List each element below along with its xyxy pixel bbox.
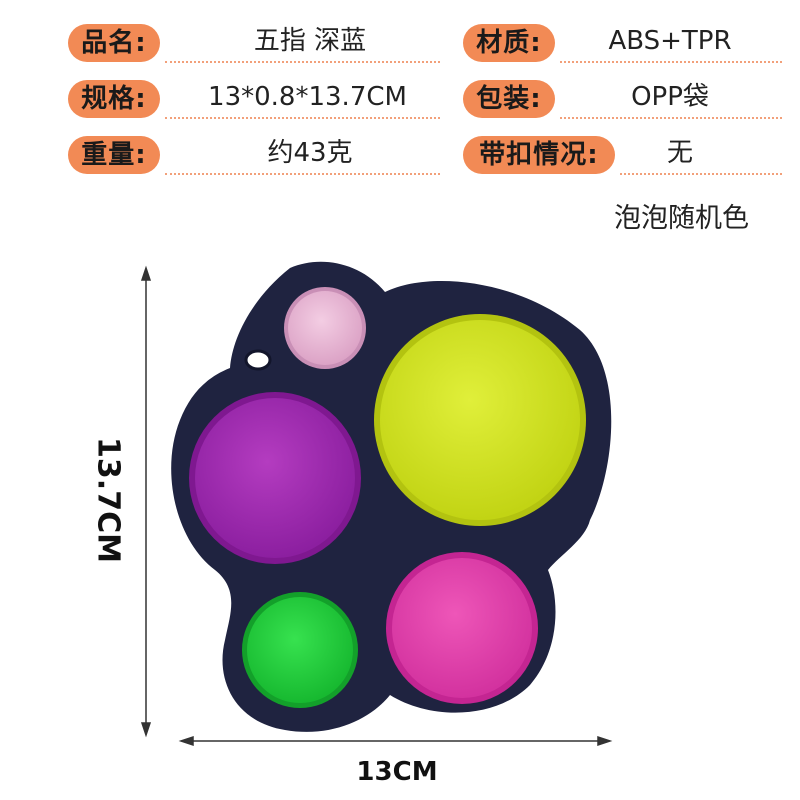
bubble-pink bbox=[284, 287, 366, 369]
width-dimension-line bbox=[178, 735, 613, 747]
name-value: 五指 深蓝 bbox=[253, 26, 367, 56]
height-dimension-line bbox=[140, 265, 152, 738]
height-label: 13.7CM bbox=[90, 437, 126, 563]
material-value: ABS+TPR bbox=[608, 26, 732, 56]
bubble-purple bbox=[189, 392, 361, 564]
random-color-note: 泡泡随机色 bbox=[614, 203, 749, 234]
weight-value: 约43克 bbox=[267, 138, 353, 168]
material-label: 材质: bbox=[463, 24, 555, 62]
package-value: OPP袋 bbox=[631, 82, 709, 112]
hang-hole bbox=[244, 349, 272, 371]
weight-underline bbox=[165, 173, 440, 175]
size-value: 13*0.8*13.7CM bbox=[208, 82, 407, 112]
package-underline bbox=[560, 117, 782, 119]
buckle-underline bbox=[620, 173, 782, 175]
bubble-yellow bbox=[374, 314, 586, 526]
bubble-green bbox=[242, 592, 358, 708]
size-underline bbox=[165, 117, 440, 119]
name-label: 品名: bbox=[68, 24, 160, 62]
buckle-value: 无 bbox=[666, 138, 693, 168]
buckle-label: 带扣情况: bbox=[463, 136, 615, 174]
package-label: 包装: bbox=[463, 80, 555, 118]
bubble-magenta bbox=[386, 552, 538, 704]
name-underline bbox=[165, 61, 440, 63]
weight-label: 重量: bbox=[68, 136, 160, 174]
width-label: 13CM bbox=[356, 757, 438, 787]
size-label: 规格: bbox=[68, 80, 160, 118]
material-underline bbox=[560, 61, 782, 63]
